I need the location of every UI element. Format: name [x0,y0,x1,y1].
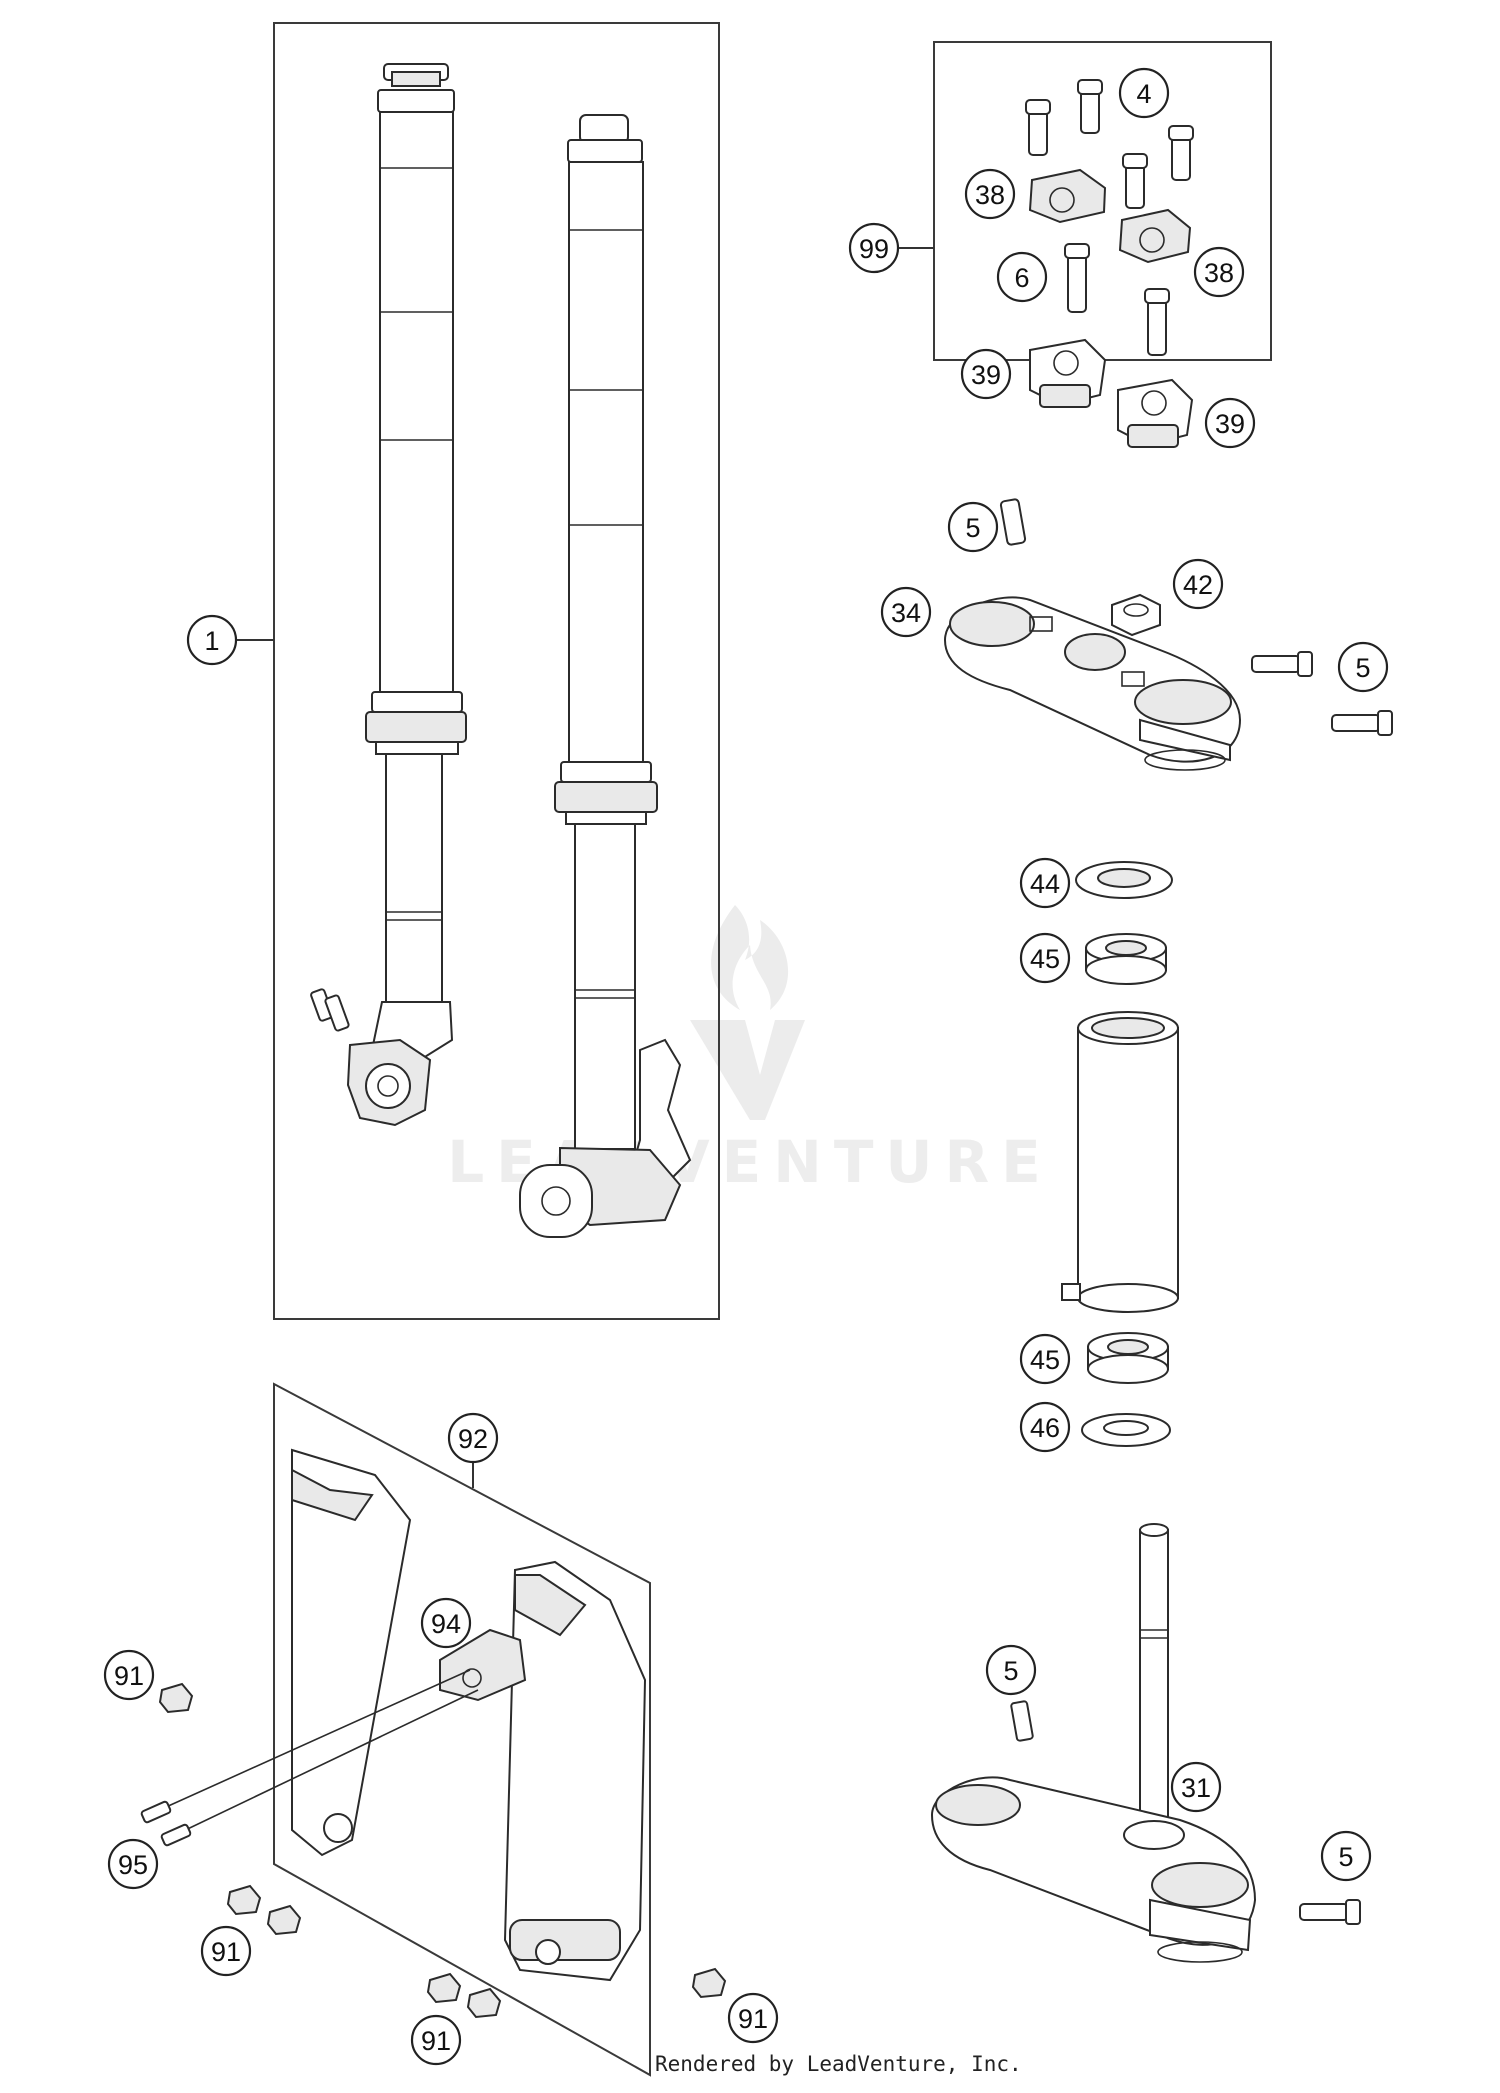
dust-seal [1075,861,1173,899]
svg-text:91: 91 [738,2004,768,2034]
svg-text:91: 91 [421,2026,451,2056]
callout-4: 4 [1118,67,1170,119]
callout-38-lower: 38 [1193,246,1245,298]
svg-text:94: 94 [431,1609,461,1639]
svg-text:38: 38 [1204,258,1234,288]
svg-text:6: 6 [1014,263,1029,293]
callout-91-bottom-left: 91 [200,1925,252,1977]
callouts: 1 4 38 38 99 6 39 39 5 42 34 5 44 45 45 … [103,67,1389,2066]
upper-triple-clamp [943,498,1242,771]
callout-91-bottom-center: 91 [410,2014,462,2066]
callout-42: 42 [1172,558,1224,610]
callout-34: 34 [880,586,932,638]
upper-bearing [1085,933,1167,985]
footer-credit: Rendered by LeadVenture, Inc. [655,2052,1022,2076]
svg-text:42: 42 [1183,570,1213,600]
fork-guard-left [291,1448,412,1857]
svg-text:91: 91 [114,1661,144,1691]
guard-screws [140,1669,479,1847]
callout-91-bottom-right: 91 [727,1992,779,2044]
callout-39-left: 39 [960,348,1012,400]
clamp-bolts-upper [1251,651,1393,736]
callout-46: 46 [1019,1401,1071,1453]
lower-bearing [1087,1332,1169,1384]
callout-38-upper: 38 [964,168,1016,220]
svg-text:38: 38 [975,180,1005,210]
svg-text:92: 92 [458,1424,488,1454]
steering-nut [1111,593,1161,637]
clamp-kit-parts [1025,79,1194,448]
callout-39-right: 39 [1204,397,1256,449]
callout-5-upper-left: 5 [947,501,999,553]
callout-5-lower-left: 5 [985,1644,1037,1696]
guard-bolts [158,1682,727,2019]
svg-text:44: 44 [1030,869,1060,899]
callout-92: 92 [447,1412,499,1464]
svg-text:95: 95 [118,1850,148,1880]
callout-94: 94 [420,1597,472,1649]
fork-leg-left [346,63,467,1127]
fork-assembly-box [273,22,720,1320]
svg-text:1: 1 [204,626,219,656]
callout-6: 6 [996,251,1048,303]
callout-91-top-left: 91 [103,1649,155,1701]
callout-99: 99 [848,222,900,274]
callout-1: 1 [186,614,238,666]
svg-text:5: 5 [1003,1656,1018,1686]
svg-text:39: 39 [971,360,1001,390]
fork-leg-right [519,114,692,1238]
svg-text:39: 39 [1215,409,1245,439]
steering-tube [1061,1011,1179,1313]
svg-text:91: 91 [211,1937,241,1967]
lower-seal-ring [1081,1413,1171,1447]
svg-text:99: 99 [859,234,889,264]
clamp-bolt-lower [1299,1899,1361,1925]
callout-95: 95 [107,1838,159,1890]
callout-5-upper-right: 5 [1337,641,1389,693]
svg-text:45: 45 [1030,944,1060,974]
svg-text:5: 5 [965,513,980,543]
svg-text:45: 45 [1030,1345,1060,1375]
callout-31: 31 [1170,1761,1222,1813]
guard-mount-clip [439,1628,527,1702]
svg-text:31: 31 [1181,1773,1211,1803]
svg-text:4: 4 [1136,79,1151,109]
svg-text:5: 5 [1338,1842,1353,1872]
fork-clamp-screws [310,988,350,1032]
callout-45-lower: 45 [1019,1333,1071,1385]
fork-guard-panel [273,1382,651,2077]
fork-guard-right [503,1560,647,1982]
callout-5-lower-right: 5 [1320,1830,1372,1882]
svg-text:5: 5 [1355,653,1370,683]
svg-text:34: 34 [891,598,921,628]
callout-44: 44 [1019,857,1071,909]
lower-triple-clamp-stem [930,1523,1257,1963]
callout-45-upper: 45 [1019,932,1071,984]
svg-text:46: 46 [1030,1413,1060,1443]
watermark-logo: LEADVENTURE [447,905,1041,1196]
